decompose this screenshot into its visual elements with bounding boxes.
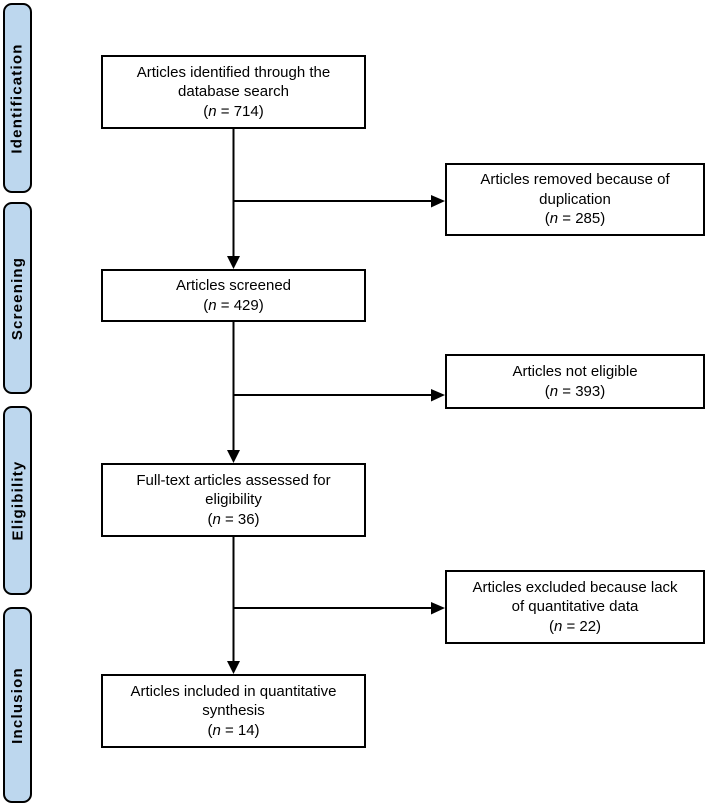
box-articles-identified: Articles identified through the database… xyxy=(101,55,366,129)
stage-label-text: Eligibility xyxy=(9,460,26,541)
box-text-line: eligibility xyxy=(205,491,262,509)
stage-label-text: Identification xyxy=(9,42,27,154)
box-text-line: Articles not eligible xyxy=(512,363,638,380)
box-articles-included-synthesis: Articles included in quantitative synthe… xyxy=(101,674,366,748)
box-count: (n = 285) xyxy=(544,210,606,228)
stage-label-identification: Identification xyxy=(3,3,32,193)
arrow-screened-to-fulltext xyxy=(227,322,240,463)
box-text-line: of quantitative data xyxy=(511,598,639,616)
box-count: (n = 22) xyxy=(548,617,602,635)
arrow-branch-removed-duplication xyxy=(233,195,445,208)
box-count: (n = 14) xyxy=(207,721,260,739)
stage-label-text: Screening xyxy=(9,256,27,340)
arrow-branch-not-eligible xyxy=(233,389,445,402)
box-articles-removed-duplication: Articles removed because of duplication … xyxy=(445,163,705,236)
box-text-line: Articles included in quantitative xyxy=(130,682,337,700)
box-count: (n = 714) xyxy=(203,102,264,120)
box-text-line: Articles excluded because lack xyxy=(472,578,678,596)
box-articles-not-eligible: Articles not eligible (n = 393) xyxy=(445,354,705,409)
box-text-line: Articles removed because of xyxy=(480,171,670,189)
box-articles-screened: Articles screened (n = 429) xyxy=(101,269,366,322)
arrow-identified-to-screened xyxy=(227,129,240,269)
stage-label-inclusion: Inclusion xyxy=(3,607,32,803)
box-count: (n = 429) xyxy=(203,296,264,314)
box-articles-excluded-lack-data: Articles excluded because lack of quanti… xyxy=(445,570,705,644)
box-count: (n = 393) xyxy=(544,382,606,400)
box-text-line: synthesis xyxy=(202,702,265,720)
box-text-line: database search xyxy=(178,83,289,101)
box-text-line: duplication xyxy=(539,190,611,208)
box-text-line: Full-text articles assessed for xyxy=(136,471,331,489)
arrow-branch-excluded xyxy=(233,602,445,615)
box-count: (n = 36) xyxy=(207,510,260,528)
stage-label-text: Inclusion xyxy=(9,666,27,744)
box-fulltext-assessed: Full-text articles assessed for eligibil… xyxy=(101,463,366,537)
box-text-line: Articles identified through the xyxy=(136,63,331,81)
stage-label-eligibility: Eligibility xyxy=(3,406,32,595)
box-text-line: Articles screened xyxy=(175,277,292,294)
stage-label-screening: Screening xyxy=(3,202,32,394)
arrow-fulltext-to-included xyxy=(227,536,240,674)
